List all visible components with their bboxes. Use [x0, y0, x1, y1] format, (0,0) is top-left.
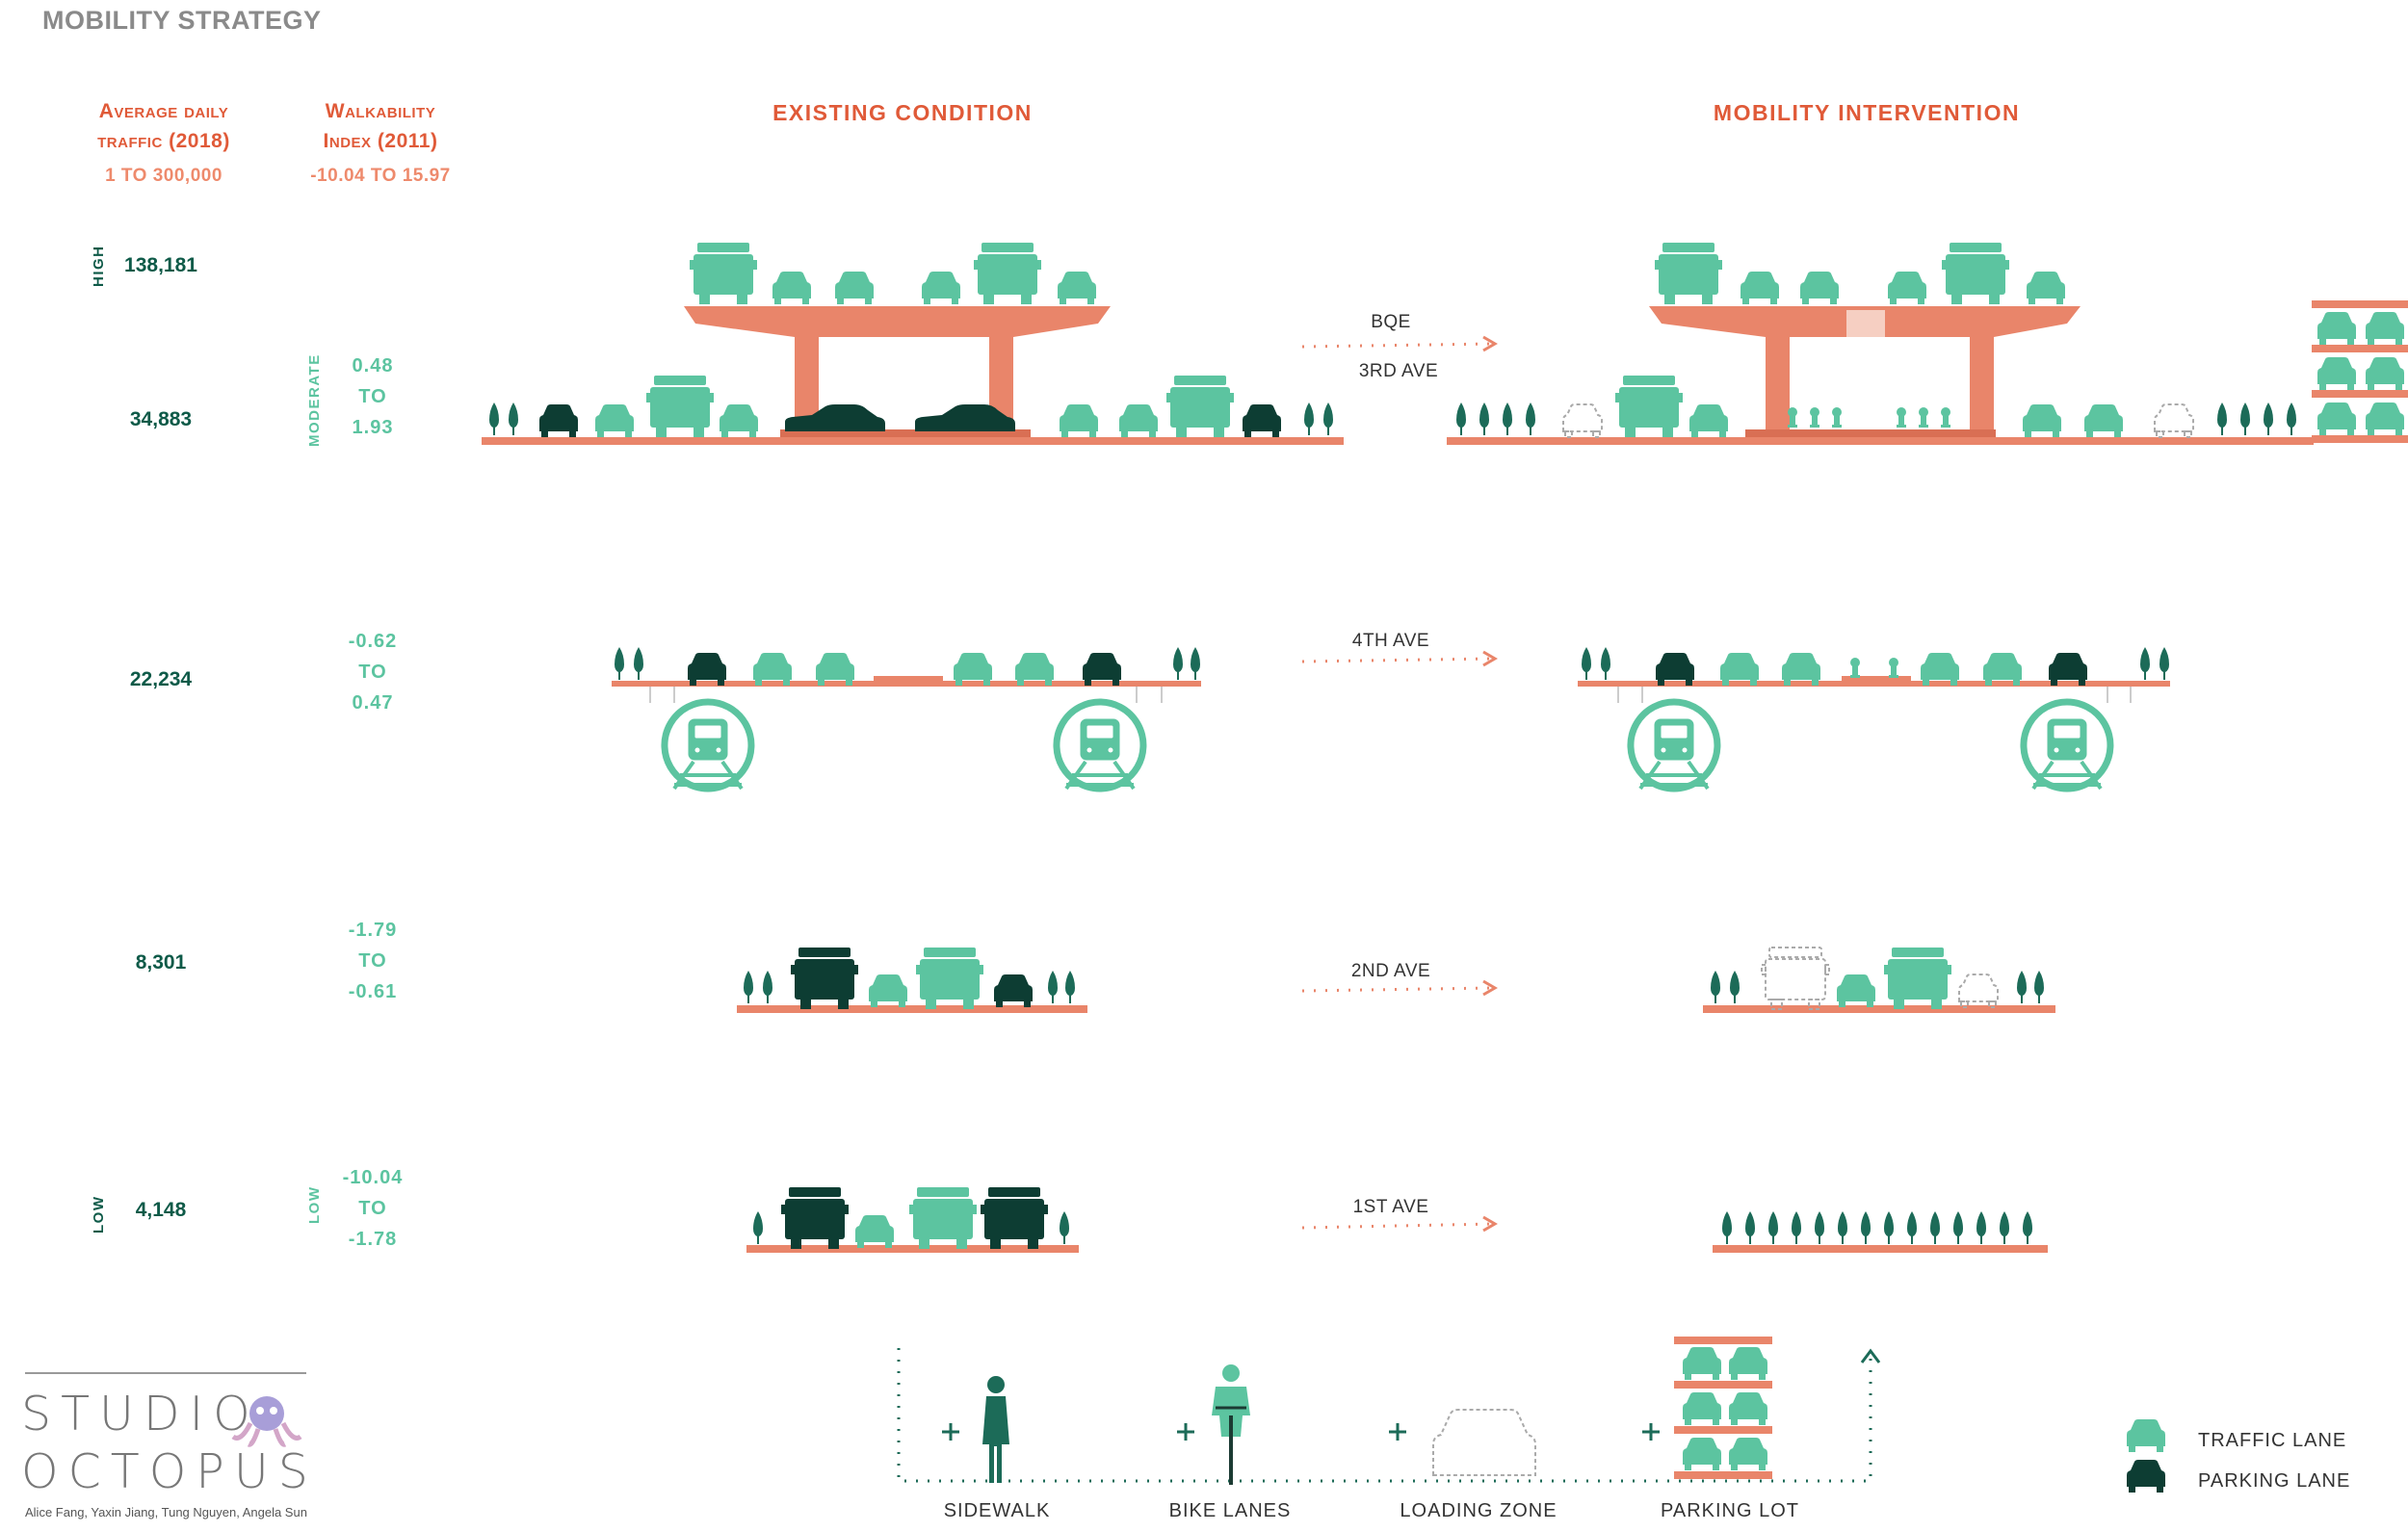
traffic-value-3rd-ave: 34,883 [129, 408, 193, 430]
walk-value-3rd-ave: 0.48 TO 1.93 [315, 351, 431, 443]
2nd-ave-existing-section [737, 948, 1087, 1013]
arrow-head-2nd-ave [1482, 979, 1498, 997]
mobility-toolkit [897, 1337, 1881, 1485]
4th-ave-existing-section [612, 647, 1201, 789]
traffic-value-bqe: 138,181 [124, 254, 197, 276]
elevated-highway [1649, 306, 2081, 433]
2nd-ave-intervention-section [1703, 947, 2055, 1013]
walk-value-2nd-ave: -1.79 TO -0.61 [315, 915, 431, 1007]
arrow-head-bqe [1482, 335, 1498, 352]
street-label-1st-ave: 1ST AVE [1352, 1197, 1429, 1217]
walk-value-to: TO [358, 1198, 387, 1219]
walk-value-low: -1.78 [348, 1229, 398, 1250]
arrow-head-4th-ave [1482, 650, 1498, 667]
walkability-column-header: Walkability Index (2011) [294, 96, 467, 156]
traffic-value-2nd-ave: 8,301 [135, 951, 187, 974]
walk-value-low: 0.47 [352, 692, 394, 714]
loading-zone-icon [1432, 1409, 1536, 1476]
walk-value-to: TO [358, 950, 387, 972]
bottom-label-parking-lot: PARKING LOT [1661, 1500, 1799, 1521]
bottom-label-sidewalk: SIDEWALK [943, 1500, 1051, 1521]
walk-value-high: -10.04 [342, 1167, 404, 1188]
legend-parking-lane-label: PARKING LANE [2198, 1470, 2351, 1492]
walk-value-high: -0.62 [348, 631, 398, 652]
walk-value-1st-ave: -10.04 TO -1.78 [315, 1162, 431, 1255]
legend-traffic-lane-label: TRAFFIC LANE [2198, 1430, 2347, 1451]
traffic-value-4th-ave: 22,234 [129, 668, 193, 690]
legend-traffic-lane-icon [2127, 1419, 2165, 1452]
mobility-intervention-header: MOBILITY INTERVENTION [1713, 100, 2021, 125]
bottom-label-loading-zone: LOADING ZONE [1400, 1500, 1557, 1521]
parking-lot-icon [1674, 1337, 1772, 1479]
walk-value-4th-ave: -0.62 TO 0.47 [315, 626, 431, 718]
walk-value-to: TO [358, 662, 387, 683]
1st-ave-intervention-section [1713, 1211, 2048, 1253]
legend-parking-lane-icon [2127, 1460, 2165, 1493]
arrow-2nd-ave [1301, 986, 1494, 993]
page-title: MOBILITY STRATEGY [42, 6, 322, 35]
walkability-range: -10.04 TO 15.97 [310, 166, 451, 186]
parking-structure [2312, 300, 2408, 443]
road-deck [1447, 437, 2314, 445]
walkability-header-line1: Walkability [325, 100, 436, 122]
bottom-label-bike-lanes: BIKE LANES [1168, 1500, 1292, 1521]
street-label-4th-ave: 4TH AVE [1351, 631, 1430, 651]
traffic-header-line1: Average daily [98, 100, 229, 122]
traffic-value-1st-ave: 4,148 [135, 1199, 187, 1221]
arrow-4th-ave [1301, 657, 1494, 663]
walk-value-to: TO [358, 386, 387, 407]
walkability-header-line2: Index (2011) [323, 130, 438, 152]
street-label-2nd-ave: 2ND AVE [1350, 961, 1431, 981]
walk-value-low: -0.61 [348, 981, 398, 1002]
cyclist-icon [1212, 1364, 1250, 1485]
pedestrian-icon [982, 1376, 1009, 1483]
traffic-header-line2: traffic (2018) [97, 130, 230, 152]
bqe-existing-section [482, 243, 1344, 445]
4th-ave-intervention-section [1578, 647, 2170, 789]
bqe-intervention-section [1447, 243, 2408, 445]
walk-value-high: -1.79 [348, 920, 398, 941]
traffic-range: 1 TO 300,000 [105, 166, 222, 186]
arrow-bqe [1301, 342, 1494, 349]
traffic-column-header: Average daily traffic (2018) [77, 96, 250, 156]
walk-value-low: 1.93 [352, 417, 394, 438]
road-deck [482, 437, 1344, 445]
street-label-3rd-ave: 3RD AVE [1358, 361, 1439, 381]
highway-cut [1846, 310, 1885, 337]
1st-ave-existing-section [746, 1187, 1079, 1253]
arrow-1st-ave [1301, 1222, 1494, 1230]
arrow-head-1st-ave [1482, 1215, 1498, 1233]
street-label-bqe: BQE [1371, 312, 1411, 332]
brand-credits: Alice Fang, Yaxin Jiang, Tung Nguyen, An… [25, 1505, 307, 1519]
elevated-highway [684, 306, 1111, 433]
under-highway-road [780, 429, 1031, 437]
walk-value-high: 0.48 [352, 355, 394, 377]
brand-line2: OCTOPUS [21, 1444, 318, 1499]
brand-divider [25, 1372, 306, 1374]
brand-line1: STUDIO [21, 1387, 260, 1441]
existing-condition-header: EXISTING CONDITION [772, 100, 1033, 125]
octopus-logo [231, 1396, 302, 1447]
